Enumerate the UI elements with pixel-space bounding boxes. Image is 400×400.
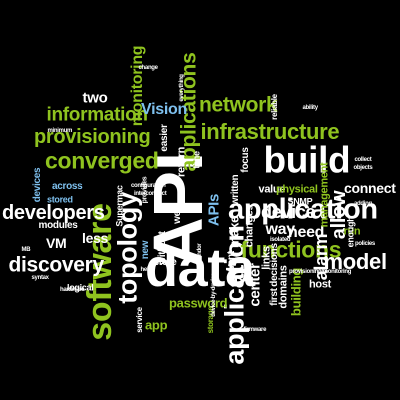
cloud-word: decisions	[269, 243, 281, 287]
cloud-word: isolated	[270, 237, 291, 243]
cloud-word: run	[343, 225, 361, 238]
cloud-word: VM	[46, 235, 67, 251]
cloud-word: written	[229, 174, 241, 206]
cloud-word: application	[228, 193, 378, 226]
cloud-word: infrastructure	[200, 119, 340, 144]
cloud-word: new	[139, 240, 151, 260]
cloud-word: MB	[21, 247, 31, 253]
cloud-word: provisioning	[34, 126, 151, 148]
cloud-word: well	[171, 206, 183, 224]
cloud-word: hardware	[60, 287, 85, 293]
cloud-word: need	[288, 224, 325, 241]
cloud-word: stored	[47, 194, 73, 205]
cloud-word: data	[145, 238, 255, 298]
cloud-word: APIs	[205, 193, 223, 227]
cloud-word: return	[175, 147, 188, 177]
cloud-word: build	[263, 139, 351, 181]
cloud-word: network	[199, 93, 278, 117]
cloud-word: interconnect	[134, 191, 167, 197]
cloud-word: modules	[38, 220, 78, 231]
cloud-word: Supermac	[114, 185, 125, 227]
cloud-word: reliable	[269, 94, 279, 120]
cloud-word: change	[138, 65, 159, 71]
cloud-word: provides	[141, 176, 149, 204]
cloud-word: changes	[243, 204, 256, 248]
cloud-word: adding	[354, 201, 372, 207]
cloud-word: first	[269, 288, 281, 306]
cloud-word: make	[226, 215, 242, 249]
cloud-word: device	[261, 202, 316, 222]
cloud-word: building	[288, 267, 304, 317]
cloud-word: ability	[302, 105, 319, 111]
cloud-word: center	[246, 263, 264, 307]
cloud-word: without	[157, 231, 169, 265]
cloud-word: objects	[353, 165, 373, 171]
cloud-word: easier	[159, 124, 171, 152]
cloud-word: multi-vendor	[196, 243, 203, 277]
cloud-word: model	[323, 249, 388, 274]
cloud-word: logical	[67, 282, 94, 293]
cloud-word: functions	[240, 236, 342, 263]
cloud-word: syntax	[31, 275, 50, 281]
cloud-word: firmware	[243, 327, 267, 333]
cloud-word: focus	[240, 147, 252, 173]
cloud-word: everything	[179, 74, 186, 102]
cloud-word: minimum	[47, 128, 73, 134]
cloud-word: time	[191, 151, 202, 169]
cloud-word: device-by-device	[210, 273, 217, 317]
cloud-word: devices	[31, 167, 43, 203]
cloud-word: converged	[45, 147, 159, 174]
cloud-word: less	[82, 230, 109, 246]
cloud-word: discovery	[8, 253, 105, 277]
cloud-word: password	[169, 295, 228, 311]
cloud-word: across	[52, 181, 83, 192]
cloud-word: policies	[355, 241, 375, 247]
cloud-word: SNMP	[287, 196, 313, 207]
cloud-word: domains	[277, 265, 290, 309]
cloud-word: want	[225, 251, 237, 273]
cloud-word: configuration	[131, 183, 166, 189]
cloud-word: collect	[354, 157, 372, 163]
cloud-word: help	[140, 267, 152, 273]
cloud-word: app	[145, 317, 168, 333]
cloud-word: enough	[345, 216, 356, 248]
cloud-word: information	[46, 104, 149, 126]
cloud-word: Vision	[141, 101, 187, 118]
cloud-word: host	[309, 278, 332, 291]
cloud-word: way	[265, 221, 296, 238]
cloud-word: physical	[276, 183, 318, 196]
cloud-word: provisioning/monitoring	[289, 269, 352, 275]
cloud-word: management	[318, 162, 331, 228]
cloud-word: store	[153, 257, 177, 268]
cloud-word: developers	[2, 202, 105, 224]
cloud-word: service	[135, 307, 145, 333]
cloud-word: two	[82, 89, 108, 107]
cloud-word: value	[258, 183, 286, 196]
cloud-word: connect	[344, 180, 396, 196]
